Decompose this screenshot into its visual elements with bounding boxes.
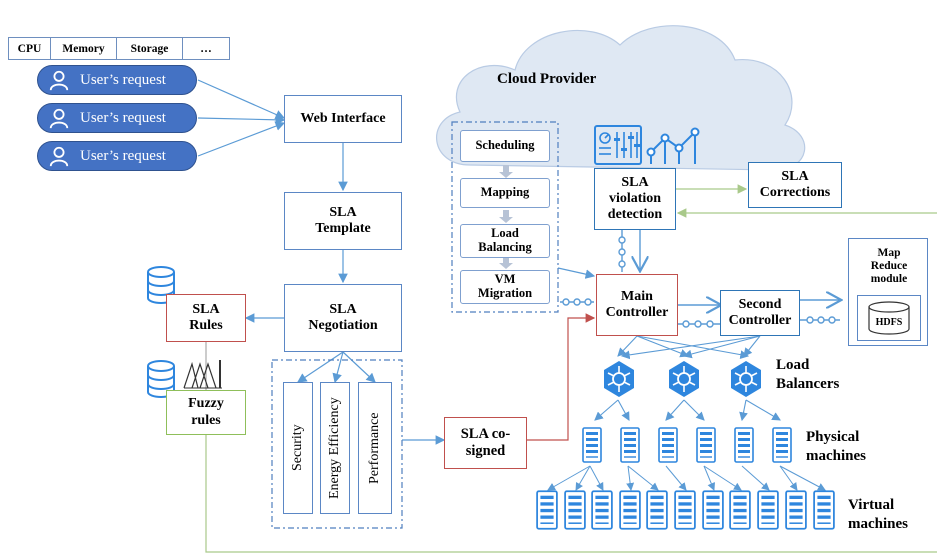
user-request-3: User’s request <box>37 141 197 171</box>
vm-migration-step: VM Migration <box>460 270 550 304</box>
second-controller-box: Second Controller <box>720 290 800 336</box>
fuzzy-rules-box: Fuzzy rules <box>166 390 246 435</box>
main-controller-box: Main Controller <box>596 274 678 336</box>
user-icon <box>49 146 69 167</box>
scheduling-step: Scheduling <box>460 130 550 162</box>
server-icon <box>658 427 678 463</box>
resource-cell-storage: Storage <box>117 38 183 60</box>
user-request-2: User’s request <box>37 103 197 133</box>
virtual-machines-label: Virtual machines <box>848 497 908 532</box>
energy-efficiency-label: Energy Efficiency <box>326 397 342 499</box>
mapreduce-module-box: Map Reduce module HDFS <box>848 238 928 346</box>
sla-corrections-box: SLA Corrections <box>748 162 842 208</box>
server-icon <box>702 490 724 530</box>
load-balancer-icon <box>731 361 761 397</box>
sla-template-box: SLA Template <box>284 192 402 250</box>
server-icon <box>619 490 641 530</box>
server-icon <box>729 490 751 530</box>
server-icon <box>757 490 779 530</box>
load-balancing-step: Load Balancing <box>460 224 550 258</box>
user-icon <box>49 108 69 129</box>
server-icon <box>591 490 613 530</box>
mapping-step: Mapping <box>460 178 550 208</box>
load-balancers-label: Load Balancers <box>776 357 840 392</box>
performance-label: Performance <box>366 412 382 484</box>
server-icon <box>674 490 696 530</box>
web-interface-box: Web Interface <box>284 95 402 143</box>
security-label: Security <box>289 424 305 472</box>
network-graph-icon <box>646 127 700 164</box>
server-icon <box>813 490 835 530</box>
fuzzy-chart-icon <box>183 360 222 389</box>
resource-cell-cpu: CPU <box>9 38 51 60</box>
server-icon <box>696 427 716 463</box>
server-icon <box>772 427 792 463</box>
cylinder-icon <box>868 301 910 335</box>
user-request-label: User’s request <box>80 71 166 88</box>
load-balancer-icon <box>604 361 634 397</box>
resource-table: CPU Memory Storage … <box>8 37 230 60</box>
user-request-label: User’s request <box>80 147 166 164</box>
server-icon <box>582 427 602 463</box>
server-icon <box>734 427 754 463</box>
mapreduce-inner <box>857 295 921 341</box>
server-icon <box>646 490 668 530</box>
performance-box: Performance <box>358 382 392 514</box>
resource-cell-more: … <box>200 43 212 55</box>
sla-rules-box: SLA Rules <box>166 294 246 342</box>
mapreduce-label: Map Reduce module <box>870 247 908 286</box>
server-icon <box>785 490 807 530</box>
resource-cell-memory: Memory <box>51 38 117 60</box>
sla-cosigned-box: SLA co- signed <box>444 417 527 469</box>
dashboard-icon <box>594 125 642 165</box>
sla-negotiation-box: SLA Negotiation <box>284 284 402 352</box>
user-request-1: User’s request <box>37 65 197 95</box>
physical-machines-label: Physical machines <box>806 429 866 464</box>
cloud-provider-title: Cloud Provider <box>497 71 597 87</box>
server-icon <box>536 490 558 530</box>
security-box: Security <box>283 382 313 514</box>
user-icon <box>49 70 69 91</box>
energy-efficiency-box: Energy Efficiency <box>320 382 350 514</box>
sla-violation-detection-box: SLA violation detection <box>594 168 676 230</box>
server-icon <box>620 427 640 463</box>
hdfs-label: HDFS <box>875 317 903 328</box>
user-request-label: User’s request <box>80 109 166 126</box>
load-balancer-icon <box>669 361 699 397</box>
server-icon <box>564 490 586 530</box>
